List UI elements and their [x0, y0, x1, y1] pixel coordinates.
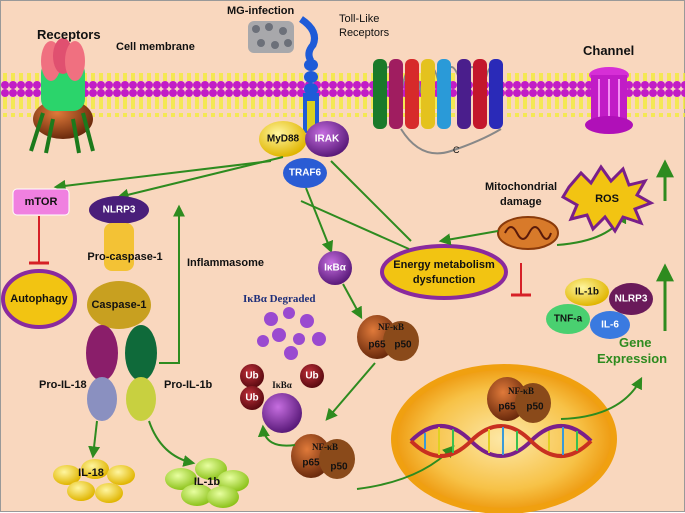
- pro-il1b-bottom: [126, 377, 156, 421]
- arrow-to-ikba: [305, 187, 334, 254]
- cell-membrane-label: Cell membrane: [116, 41, 195, 53]
- pro-caspase-label: Pro-caspase-1: [87, 251, 163, 263]
- mtor-box: [12, 188, 70, 216]
- dna-helix-icon: [409, 424, 593, 458]
- ub-label-3: Ub: [245, 392, 259, 404]
- myd88-node: [259, 121, 307, 157]
- arrow-to-gene-expression: [560, 376, 643, 420]
- tlr-stalk-icon: [298, 16, 319, 133]
- ub-label-1: Ub: [245, 370, 259, 382]
- myd88-label: MyD88: [266, 133, 300, 145]
- nfkb-cyto-label: NF-κB: [378, 322, 404, 332]
- il1b-gene-label: IL-1b: [575, 286, 599, 298]
- arrow-mito-to-energy: [438, 230, 499, 246]
- toll-like-label: Toll-Like: [339, 13, 380, 25]
- tlr-receptors-label: Receptors: [339, 27, 390, 39]
- traf6-node: [283, 158, 327, 188]
- mg-infection-label: MG-infection: [227, 5, 295, 17]
- ikba-label: IκBα: [324, 262, 346, 274]
- arrow-recycle: [257, 424, 296, 447]
- ikba-fragments: [257, 307, 326, 360]
- p50-free-label: p50: [330, 461, 348, 473]
- ikba-small-label: IκBα: [272, 380, 292, 390]
- autophagy-label: Autophagy: [10, 293, 68, 305]
- caspase-node: [87, 281, 151, 329]
- mito-label: Mitochondrial: [485, 181, 558, 193]
- il1b-gene-node: [565, 278, 609, 306]
- nfkb-free-label: NF-κB: [312, 442, 338, 452]
- p50-cyto-label: p50: [394, 339, 412, 351]
- p65-nuclear-label: p65: [498, 401, 516, 413]
- p50-nuclear-label: p50: [526, 401, 544, 413]
- mg-infection-icon: [248, 21, 294, 53]
- il1b-cluster: [165, 458, 249, 508]
- mitochondria-icon: [497, 216, 559, 250]
- ub-complex: [240, 364, 324, 433]
- caspase-label: Caspase-1: [91, 299, 147, 311]
- nlrp3-gene-label: NLRP3: [614, 293, 648, 305]
- arrow-to-il1b: [148, 420, 196, 467]
- pro-caspase-node: [104, 223, 134, 271]
- irak-node: [305, 121, 349, 157]
- ros-starburst: [560, 164, 655, 234]
- nfkb-cytoplasm-node: [357, 315, 419, 361]
- autophagy-node: [1, 269, 77, 329]
- nlrp3-node: [89, 196, 149, 224]
- channel-icon: [585, 67, 633, 134]
- arrow-to-il18: [88, 420, 101, 459]
- inflammasome-arrow: [159, 204, 185, 364]
- nlrp3-label: NLRP3: [102, 204, 136, 216]
- ikba-node: [318, 251, 352, 285]
- il6-label: IL-6: [601, 319, 619, 331]
- il18-label: IL-18: [78, 467, 104, 479]
- ub-label-2: Ub: [305, 370, 319, 382]
- gene-label: Gene: [619, 335, 652, 350]
- pro-il18-top: [86, 325, 118, 381]
- ros-label: ROS: [595, 193, 619, 205]
- nfkb-free-node: [291, 434, 355, 479]
- arrow-to-energy: [330, 160, 412, 242]
- receptor-icon: [29, 38, 95, 154]
- arrow-to-nfkb: [342, 283, 363, 320]
- energy-metabolism-node: [380, 244, 508, 300]
- receptors-label: Receptors: [37, 27, 101, 42]
- mtor-label: mTOR: [24, 196, 58, 208]
- tnfa-label: TNF-a: [553, 313, 583, 325]
- p65-cyto-label: p65: [368, 339, 386, 351]
- pro-il1b-label: Pro-IL-1b: [164, 379, 213, 391]
- tnfa-node: [546, 304, 590, 334]
- energy-link-line: [300, 200, 410, 250]
- dysfunction-label: dysfunction: [412, 274, 476, 286]
- traf6-label: TRAF6: [288, 167, 322, 179]
- nlrp3-gene-node: [609, 283, 653, 315]
- inflammasome-label: Inflammasome: [187, 257, 265, 269]
- toll-like-receptor-icon: [373, 59, 503, 155]
- cell-membrane: [1, 73, 685, 117]
- ikba-degraded-label: IκBα Degraded: [243, 293, 316, 305]
- irak-label: IRAK: [314, 133, 340, 145]
- arrow-to-mtor: [53, 160, 272, 192]
- damage-label: damage: [500, 196, 542, 208]
- energy-label: Energy metabolism: [393, 259, 495, 271]
- pro-il18-label: Pro-IL-18: [39, 379, 87, 391]
- c-terminal-label: C: [453, 145, 460, 155]
- p65-free-label: p65: [302, 457, 320, 469]
- arrow-to-ub-complex: [325, 362, 376, 421]
- il18-cluster: [53, 459, 135, 503]
- channel-label: Channel: [583, 43, 635, 58]
- nfkb-nuclear-node: [487, 377, 551, 423]
- il6-node: [590, 311, 630, 339]
- nfkb-nuclear-label: NF-κB: [508, 386, 534, 396]
- pro-il1b-top: [125, 325, 157, 381]
- il1b-label: IL-1b: [193, 476, 221, 488]
- expression-label: Expression: [597, 351, 668, 366]
- pro-il18-bottom: [87, 377, 117, 421]
